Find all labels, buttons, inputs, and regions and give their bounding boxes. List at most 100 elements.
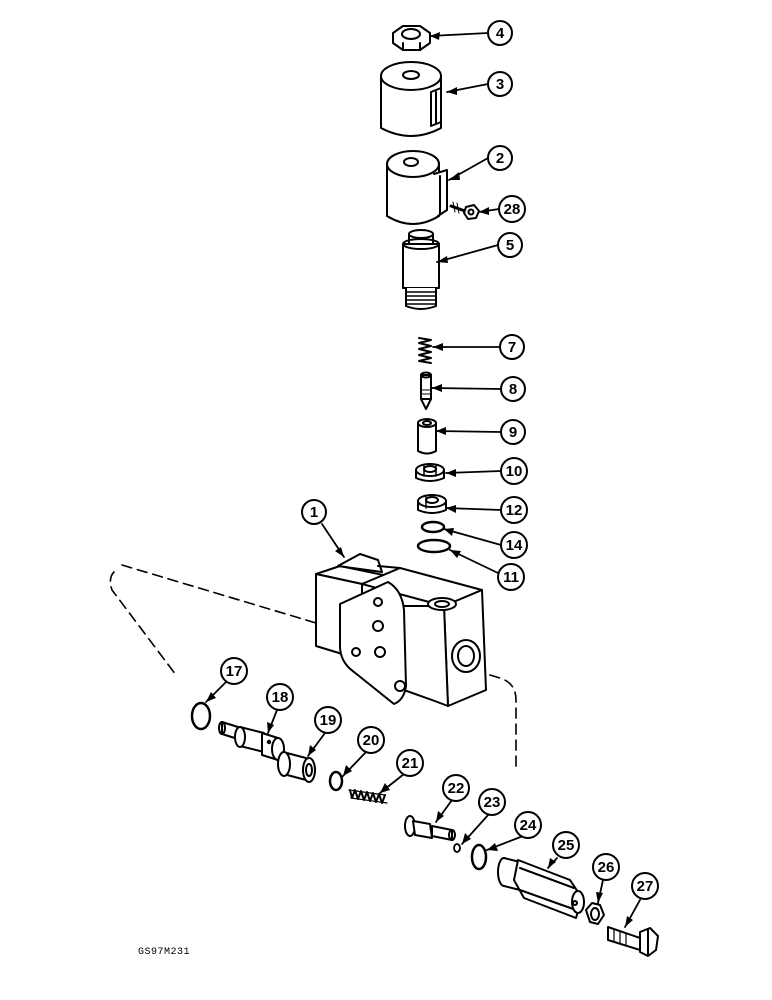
callout-26: 26 — [592, 853, 620, 881]
callout-3: 3 — [487, 71, 513, 97]
part-27-bolt — [607, 926, 659, 957]
part-25-plug — [497, 857, 585, 919]
callout-number: 26 — [598, 859, 615, 876]
callout-number: 14 — [506, 537, 523, 554]
callout-number: 24 — [520, 817, 537, 834]
part-3-coil-cover — [380, 61, 442, 137]
callout-number: 21 — [402, 755, 419, 772]
part-14-small-o-ring — [420, 520, 446, 534]
callout-circle — [314, 706, 342, 734]
callout-22: 22 — [442, 774, 470, 802]
callout-number: 25 — [558, 837, 575, 854]
callout-number: 11 — [503, 569, 519, 586]
callout-14: 14 — [500, 531, 528, 559]
callout-circle — [478, 788, 506, 816]
part-7-spring — [418, 337, 432, 364]
callout-number: 5 — [506, 237, 514, 254]
part-8-plunger — [420, 371, 432, 410]
part-23-small-o-ring — [453, 843, 461, 853]
part-20-o-ring — [328, 770, 344, 792]
callout-circle — [498, 195, 526, 223]
callout-11: 11 — [497, 563, 525, 591]
part-2-solenoid-coil — [386, 150, 448, 225]
callout-20: 20 — [357, 726, 385, 754]
callout-number: 22 — [448, 780, 465, 797]
part-12-valve-seat — [417, 494, 447, 514]
callout-circle — [487, 20, 513, 46]
callout-group: 4 3 2 28 5 7 8 9 10 12 14 11 1 17 18 19 … — [220, 20, 659, 900]
callout-circle — [500, 376, 526, 402]
callout-number: 10 — [506, 463, 523, 480]
callout-circle — [514, 811, 542, 839]
part-1-valve-body — [315, 553, 487, 707]
callout-number: 4 — [496, 25, 505, 42]
part-18-spool — [218, 721, 285, 761]
callout-19: 19 — [314, 706, 342, 734]
callout-12: 12 — [500, 496, 528, 524]
callout-circle — [592, 853, 620, 881]
callout-18: 18 — [266, 683, 294, 711]
part-19-sleeve — [277, 751, 316, 783]
callout-circle — [396, 749, 424, 777]
callout-number: 18 — [272, 689, 289, 706]
figure-reference-code: GS97M231 — [138, 947, 191, 958]
part-28-nut — [449, 201, 480, 220]
callout-2: 2 — [487, 145, 513, 171]
callout-number: 12 — [506, 502, 523, 519]
bore-dashed-outline — [109, 564, 517, 771]
callout-number: 23 — [484, 794, 501, 811]
callout-number: 3 — [496, 76, 504, 93]
leader-arrowheads — [206, 32, 633, 927]
part-26-hex-nut — [585, 902, 605, 925]
callout-9: 9 — [500, 419, 526, 445]
callout-circle — [487, 71, 513, 97]
callout-number: 20 — [363, 732, 380, 749]
callout-number: 7 — [508, 339, 516, 356]
callout-circle — [500, 496, 528, 524]
callout-circle — [499, 334, 525, 360]
callout-number: 17 — [226, 663, 243, 680]
callout-circle — [357, 726, 385, 754]
callout-23: 23 — [478, 788, 506, 816]
part-5-cartridge-tube — [402, 229, 440, 310]
callout-28: 28 — [498, 195, 526, 223]
part-10-seat — [415, 463, 445, 482]
callout-circle — [497, 563, 525, 591]
callout-number: 2 — [496, 150, 504, 167]
callout-circle — [487, 145, 513, 171]
callout-25: 25 — [552, 831, 580, 859]
callout-1: 1 — [301, 499, 327, 525]
callout-27: 27 — [631, 872, 659, 900]
callout-circle — [220, 657, 248, 685]
part-21-spring — [348, 789, 388, 804]
part-4-hex-nut — [392, 25, 431, 51]
part-17-o-ring — [190, 701, 212, 731]
callout-number: 28 — [504, 201, 521, 218]
callout-7: 7 — [499, 334, 525, 360]
callout-circle — [301, 499, 327, 525]
callout-circle — [500, 457, 528, 485]
callout-circle — [552, 831, 580, 859]
callout-21: 21 — [396, 749, 424, 777]
callout-number: 9 — [509, 424, 517, 441]
callout-circle — [442, 774, 470, 802]
callout-circle — [497, 232, 523, 258]
callout-number: 1 — [310, 504, 318, 521]
callout-circle — [500, 419, 526, 445]
callout-17: 17 — [220, 657, 248, 685]
callout-8: 8 — [500, 376, 526, 402]
callout-24: 24 — [514, 811, 542, 839]
callout-circle — [500, 531, 528, 559]
callout-number: 27 — [637, 878, 654, 895]
callout-4: 4 — [487, 20, 513, 46]
callout-number: 19 — [320, 712, 337, 729]
callout-10: 10 — [500, 457, 528, 485]
callout-5: 5 — [497, 232, 523, 258]
callout-circle — [631, 872, 659, 900]
part-22-poppet-pin — [404, 815, 456, 841]
callout-number: 8 — [509, 381, 517, 398]
part-9-sleeve — [417, 418, 437, 455]
part-24-o-ring — [470, 843, 488, 871]
callout-circle — [266, 683, 294, 711]
part-11-large-o-ring — [416, 538, 452, 554]
